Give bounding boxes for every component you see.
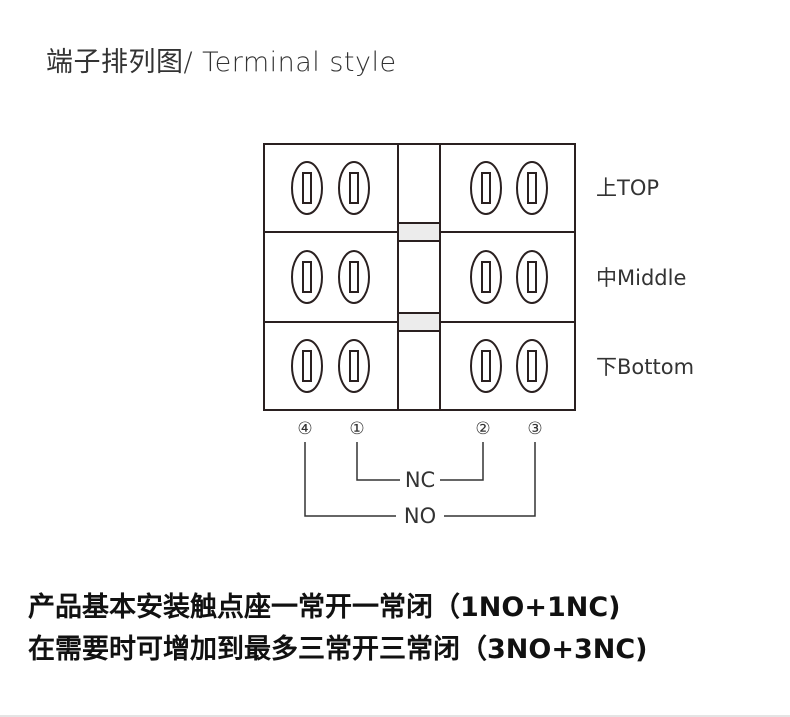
page-title: 端子排列图/ Terminal style — [46, 47, 397, 78]
screw-terminal-icon — [470, 161, 502, 215]
screw-slot-icon — [481, 172, 491, 204]
screw-terminal-icon — [291, 339, 323, 393]
row-label-middle: 中Middle — [596, 266, 686, 290]
screw-terminal-icon — [338, 250, 370, 304]
screw-slot-icon — [481, 350, 491, 382]
screw-terminal-icon — [516, 161, 548, 215]
terminal-block-outline — [263, 143, 576, 411]
description-line-2: 在需要时可增加到最多三常开三常闭（3NO+3NC) — [28, 634, 648, 665]
screw-slot-icon — [302, 172, 312, 204]
divider — [0, 715, 790, 717]
terminal-number-1: ① — [349, 419, 364, 439]
terminal-number-3: ③ — [527, 419, 542, 439]
screw-slot-icon — [527, 261, 537, 293]
screw-slot-icon — [527, 172, 537, 204]
contact-link-middle — [397, 312, 441, 332]
row-label-top: 上TOP — [596, 176, 659, 200]
screw-slot-icon — [349, 350, 359, 382]
no-line-right — [444, 442, 536, 517]
screw-terminal-icon — [470, 250, 502, 304]
screw-slot-icon — [302, 261, 312, 293]
description-line-1: 产品基本安装触点座一常开一常闭（1NO+1NC) — [28, 592, 621, 623]
screw-slot-icon — [349, 261, 359, 293]
terminal-number-2: ② — [475, 419, 490, 439]
screw-terminal-icon — [291, 161, 323, 215]
nc-line-right — [440, 442, 484, 481]
screw-terminal-icon — [516, 339, 548, 393]
terminal-number-4: ④ — [297, 419, 312, 439]
row-label-bottom: 下Bottom — [596, 355, 694, 379]
screw-terminal-icon — [470, 339, 502, 393]
screw-terminal-icon — [338, 161, 370, 215]
screw-slot-icon — [481, 261, 491, 293]
nc-line-left — [356, 442, 400, 481]
screw-terminal-icon — [338, 339, 370, 393]
screw-slot-icon — [349, 172, 359, 204]
nc-label: NC — [405, 468, 435, 492]
screw-terminal-icon — [291, 250, 323, 304]
screw-slot-icon — [302, 350, 312, 382]
screw-terminal-icon — [516, 250, 548, 304]
screw-slot-icon — [527, 350, 537, 382]
contact-link-top — [397, 222, 441, 242]
no-label: NO — [404, 504, 436, 528]
no-line-left — [304, 442, 396, 517]
